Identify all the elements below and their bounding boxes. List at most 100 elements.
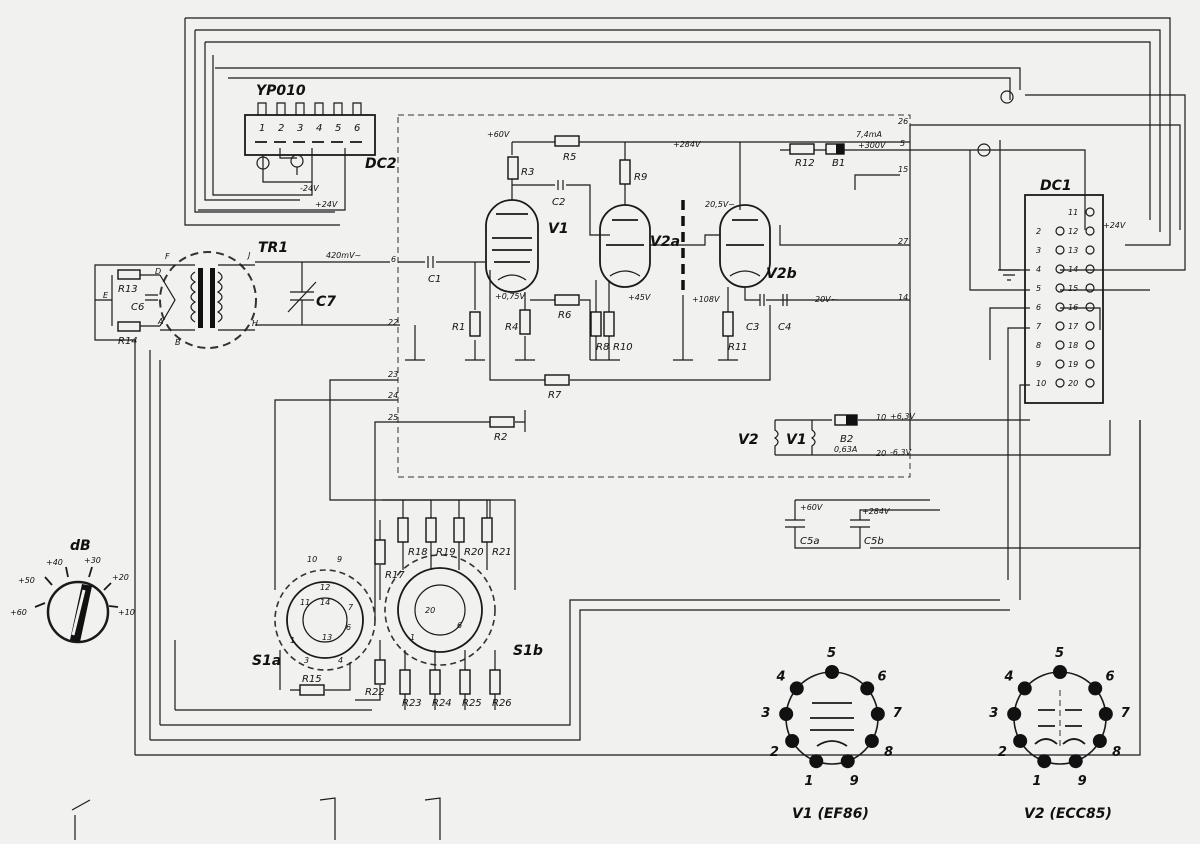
- b1-label: B1: [832, 158, 845, 169]
- resistor-label: R19: [436, 547, 456, 558]
- r8-resistor: [590, 311, 602, 337]
- dc1-left-pin: [1055, 226, 1065, 236]
- lower-wiring: R2: [274, 379, 526, 620]
- tube-pin: [809, 754, 824, 769]
- resistor-label: R25: [462, 698, 482, 709]
- node-22: 22: [388, 318, 398, 327]
- r13-label: R13: [118, 284, 138, 295]
- dc1-right-pin: [1085, 245, 1095, 255]
- dc1-left-pin: [1055, 245, 1065, 255]
- v1-label: V1: [548, 221, 569, 237]
- s1a-pin-11: 11: [300, 598, 310, 607]
- resistor-label: R21: [492, 547, 512, 558]
- tube-pin-label: 5: [1055, 646, 1064, 661]
- tube-pin-label: 9: [850, 774, 859, 789]
- s1a-pin-10: 10: [307, 555, 317, 564]
- r1-label: R1: [452, 322, 465, 333]
- v-minus-63: -6,3V: [890, 448, 912, 457]
- tube-pin-label: 6: [1106, 670, 1115, 685]
- dial-mark-40: +40: [46, 558, 63, 567]
- r13-resistor: [117, 269, 141, 280]
- dc1-right-pin-label: 15: [1068, 284, 1078, 293]
- node-5: 5: [900, 139, 905, 148]
- resistor-label: R23: [402, 698, 422, 709]
- resistor: [397, 517, 409, 543]
- tube-pin: [840, 754, 855, 769]
- node-6: 6: [391, 255, 396, 264]
- s1a-label: S1a: [252, 653, 281, 669]
- yp010-connector: YP010 1 2 3 4 5 6 DC2 -24V +24V: [198, 55, 397, 211]
- v2b-label: V2b: [766, 266, 797, 282]
- s1a-pin-9: 9: [337, 555, 342, 564]
- tr-pin-j: J: [246, 251, 251, 260]
- r10-resistor: [603, 311, 615, 337]
- v-20: 20V~: [815, 295, 837, 304]
- s1b-pin-1: 1: [410, 633, 415, 642]
- r14-resistor: [117, 321, 141, 332]
- yp010-title: YP010: [256, 83, 306, 99]
- tube-pin: [1088, 681, 1103, 696]
- dc1-right-pin: [1085, 378, 1095, 388]
- c5b-voltage: +284V: [862, 507, 890, 516]
- resistor: [489, 669, 501, 695]
- heater-circuit: V2 V1 B2 0,63A +6,3V -6,3V: [738, 412, 1111, 457]
- dial-mark-50: +50: [18, 576, 35, 585]
- r17-resistor: [374, 539, 386, 565]
- v1-tube: [485, 199, 539, 293]
- yp-pin-2: 2: [278, 123, 284, 134]
- dc1-right-pin: [1085, 302, 1095, 312]
- v-plus-300: +300V: [858, 141, 886, 150]
- resistor: [399, 669, 411, 695]
- resistor-label: R18: [408, 547, 428, 558]
- yp-pin-5: 5: [335, 123, 341, 134]
- r9-resistor: [619, 159, 631, 185]
- filter-caps: +60V +284V C5a C5b: [785, 420, 1141, 549]
- heater-v1-label: V1: [786, 432, 807, 448]
- node-27: 27: [898, 237, 909, 246]
- node-24: 24: [388, 391, 398, 400]
- tr-pin-b: B: [175, 338, 181, 347]
- dc1-left-pin-label: 5: [1036, 284, 1041, 293]
- tr-pin-e: E: [103, 291, 109, 300]
- r2-label: R2: [494, 432, 507, 443]
- tube-pin: [785, 734, 800, 748]
- dc1-right-pin-label: 20: [1068, 379, 1078, 388]
- pinout-v1-caption: V1 (EF86): [792, 806, 869, 822]
- tube-pin: [779, 706, 794, 721]
- node-23: 23: [388, 370, 398, 379]
- v-plus-45: +45V: [628, 293, 651, 302]
- dc1-right-pin-label: 13: [1068, 246, 1078, 255]
- dc1-right-pin: [1085, 340, 1095, 350]
- current-7-4ma: 7,4mA: [856, 130, 882, 139]
- tube-pin-label: 8: [1112, 745, 1121, 760]
- transformer-tr1: TR1 R13 R14 C6 E F D A B H J: [95, 240, 400, 349]
- r17-label: R17: [385, 570, 405, 581]
- tube-pin-label: 7: [893, 706, 903, 721]
- v-plus-63: +6,3V: [890, 412, 915, 421]
- node-26: 26: [898, 117, 908, 126]
- s1b-pin-6: 6: [457, 621, 462, 630]
- tr-pin-d: D: [155, 267, 161, 276]
- s1a-pin-3: 3: [304, 656, 309, 665]
- tube-pin: [1053, 665, 1067, 679]
- db-dial: dB +60 +50 +40 +30 +20 +10: [10, 538, 135, 644]
- tube-pin-label: 7: [1121, 706, 1131, 721]
- resistor-label: R24: [432, 698, 452, 709]
- tube-pin-label: 6: [878, 670, 887, 685]
- v-420mv: 420mV~: [326, 251, 361, 260]
- dc1-left-pin: [1055, 340, 1065, 350]
- dc1-right-pin: [1085, 359, 1095, 369]
- v2a-tube: [599, 204, 651, 288]
- s1a-pin-12: 12: [320, 583, 330, 592]
- r14-label: R14: [118, 336, 138, 347]
- tube-pin-label: 9: [1078, 774, 1087, 789]
- tube-pin-label: 8: [884, 745, 893, 760]
- c4-label: C4: [778, 322, 791, 333]
- resistor: [459, 669, 471, 695]
- dc1-24v: +24V: [1103, 221, 1126, 230]
- r3-label: R3: [521, 167, 534, 178]
